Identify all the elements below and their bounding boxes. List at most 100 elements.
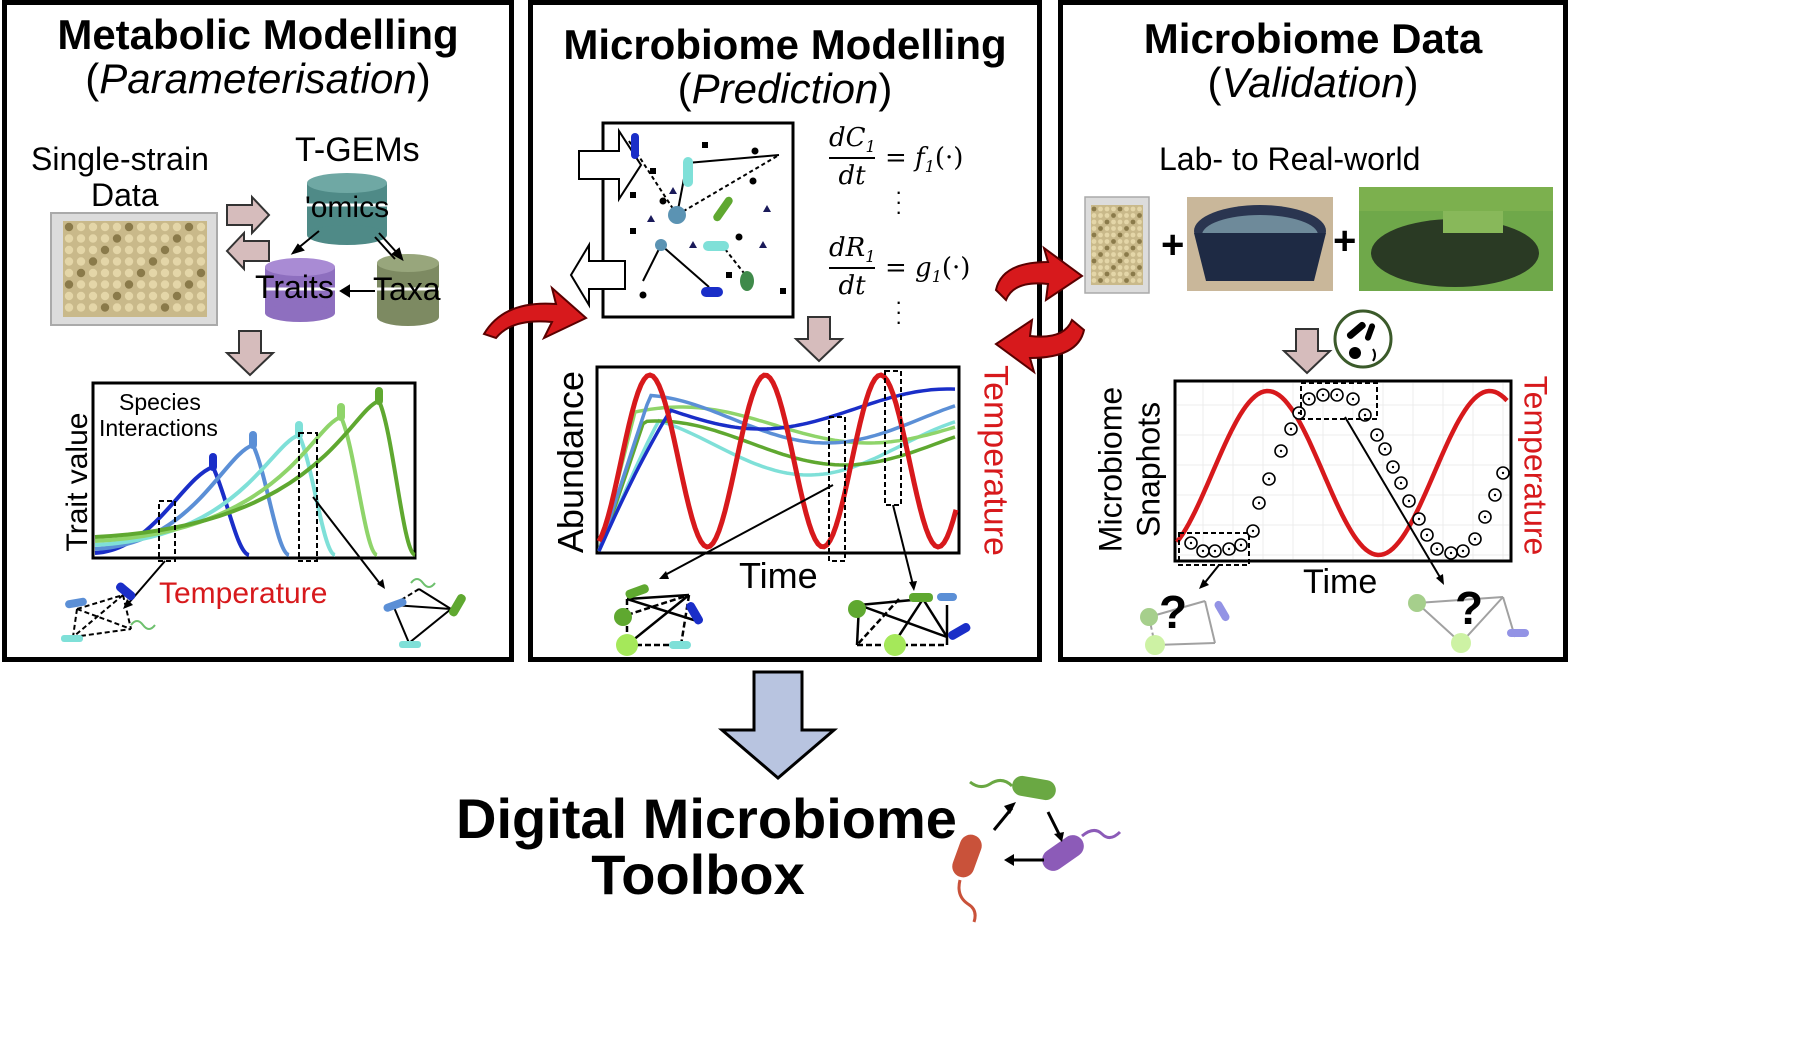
plate-well	[88, 280, 98, 289]
plate-well	[1091, 252, 1097, 257]
plate-well	[1098, 278, 1103, 283]
temperature-curve	[596, 372, 959, 550]
plate-well	[1091, 278, 1097, 283]
plate-well	[124, 280, 134, 289]
snapshot-point-dot	[1363, 413, 1367, 417]
mesocosm-tub-photo	[1187, 197, 1333, 291]
plate-well	[112, 222, 122, 232]
snapshot-point-dot	[1473, 537, 1477, 541]
snapshot-point-dot	[1407, 499, 1411, 503]
plate-well	[88, 245, 98, 255]
plate-well	[136, 245, 146, 255]
plate-well	[1104, 278, 1110, 283]
time-axis-label: Time	[1303, 563, 1378, 601]
plate-well	[1111, 206, 1116, 212]
plate-well	[76, 222, 86, 232]
plate-well	[1098, 213, 1103, 218]
metabolic-modelling-panel: Metabolic Modelling (Parameterisation) S…	[2, 0, 514, 662]
snapshot-point-dot	[1383, 447, 1387, 451]
plate-well	[1117, 206, 1123, 212]
plate-well	[1104, 265, 1110, 270]
plate-well	[1091, 245, 1097, 251]
plate-well	[1124, 245, 1129, 251]
plate-well	[196, 268, 206, 278]
plate-well	[88, 268, 98, 278]
plate-well	[76, 280, 86, 289]
down-arrow-icon	[793, 316, 845, 363]
snapshot-point-dot	[1417, 517, 1421, 521]
plate-well	[1137, 213, 1142, 218]
plate-well	[1104, 239, 1110, 244]
plate-well	[88, 291, 98, 301]
plate-well	[88, 222, 98, 232]
taxa-label: Taxa	[373, 271, 441, 307]
snapshot-point-dot	[1425, 533, 1429, 537]
plate-well	[100, 234, 110, 243]
plate-well	[88, 257, 98, 266]
plate-well	[148, 257, 158, 266]
exchange-arrows-icon	[225, 194, 271, 272]
snapshot-point-dot	[1297, 411, 1301, 415]
plate-well	[1124, 271, 1129, 277]
plate-well	[64, 245, 74, 255]
snapshot-point-dot	[1449, 551, 1453, 555]
plate-well	[1091, 226, 1097, 231]
plate-well	[1111, 271, 1116, 277]
molecule	[647, 215, 655, 222]
plate-well	[76, 291, 86, 301]
plate-well	[88, 234, 98, 243]
plate-well	[1137, 245, 1142, 251]
plate-well	[1091, 271, 1097, 277]
chemostat-diagram	[569, 121, 795, 319]
single-strain-label: Single-strain	[31, 141, 209, 177]
plate-well	[1098, 265, 1103, 270]
snapshot-point-dot	[1399, 481, 1403, 485]
snapshot-point-dot	[1201, 549, 1205, 553]
trait-curve-microbe	[295, 421, 303, 439]
molecule	[763, 205, 771, 212]
lab-to-real-world-label: Lab- to Real-world	[1159, 141, 1421, 177]
plate-well	[172, 268, 182, 278]
plate-well	[1104, 232, 1110, 238]
temperature-axis-label: Temperature	[159, 577, 328, 610]
plate-well	[100, 268, 110, 278]
snapshot-point-dot	[1335, 393, 1339, 397]
plate-well	[1130, 265, 1136, 270]
plus-sign-2: +	[1333, 219, 1357, 263]
plate-well	[136, 303, 146, 312]
plate-well	[1137, 252, 1142, 257]
plate-well	[1098, 239, 1103, 244]
molecule	[759, 241, 767, 248]
plate-well	[1124, 219, 1129, 225]
plate-well	[136, 257, 146, 266]
plate-well	[148, 280, 158, 289]
molecule	[749, 177, 757, 185]
microbe-cycle-icon	[952, 775, 1122, 923]
omics-database-icon	[307, 173, 387, 245]
plate-well	[112, 280, 122, 289]
plate-well	[1137, 239, 1142, 244]
species-network-left-microbes	[61, 582, 156, 642]
plate-well	[100, 257, 110, 266]
plate-well	[1104, 252, 1110, 257]
plate-well	[148, 234, 158, 243]
molecule	[669, 187, 677, 194]
toolbox-title-line2: Toolbox	[591, 843, 805, 906]
plate-well	[184, 268, 194, 278]
plate-well	[1130, 206, 1136, 212]
plate-well	[1117, 271, 1123, 277]
plate-well	[1137, 265, 1142, 270]
plate-well	[160, 257, 170, 266]
species-label: Species	[119, 389, 201, 415]
plate-well	[1117, 258, 1123, 264]
snapshot-point-dot	[1239, 543, 1243, 547]
validation-network-left	[1140, 600, 1230, 655]
plate-well	[1130, 252, 1136, 257]
snapshot-point-dot	[1483, 515, 1487, 519]
plate-well	[196, 257, 206, 266]
modelling-title: Microbiome Modelling	[563, 21, 1007, 68]
plate-well	[76, 234, 86, 243]
plate-well	[1104, 206, 1110, 212]
plate-well	[1124, 206, 1129, 212]
plate-well	[112, 245, 122, 255]
